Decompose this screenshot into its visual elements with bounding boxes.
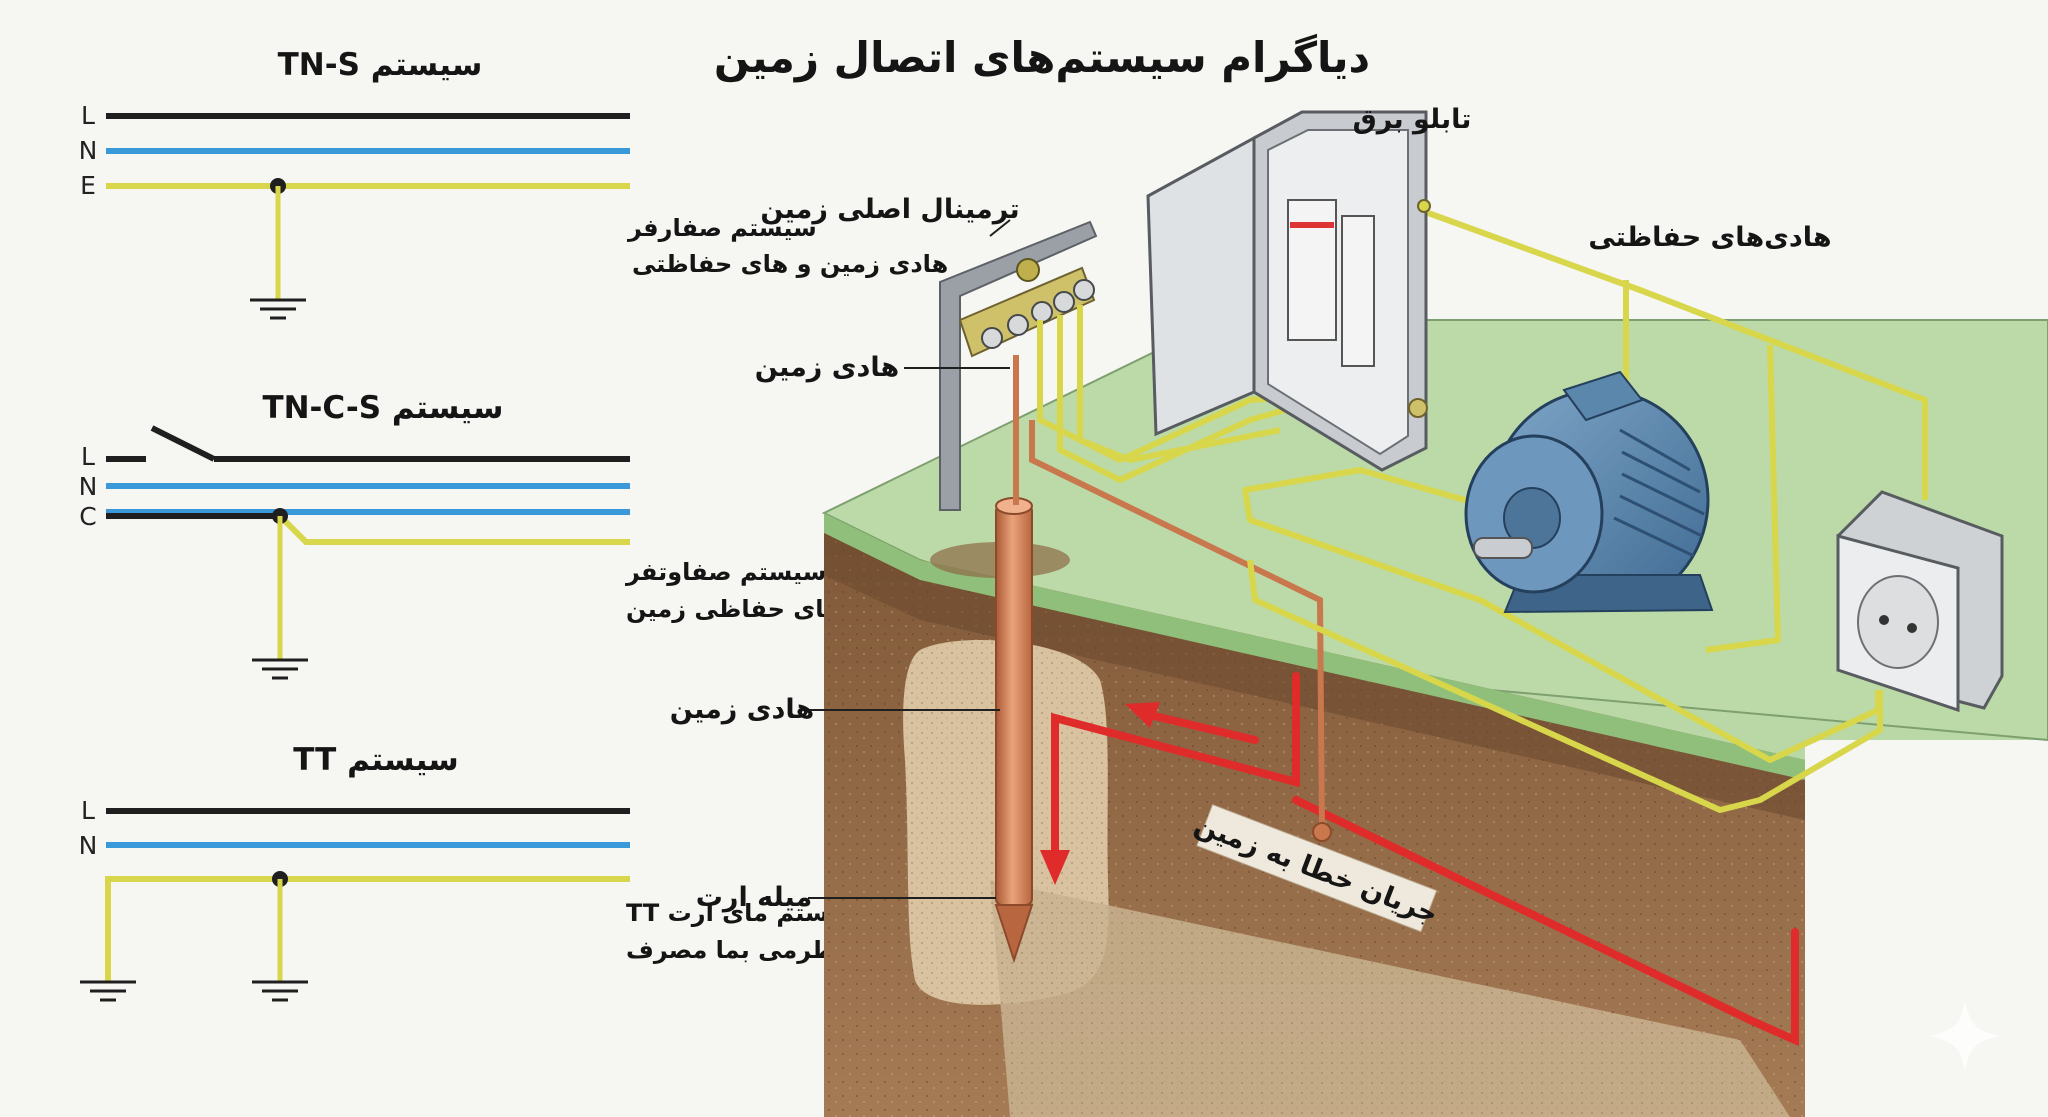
page-title: دیاگرام سیستم‌های اتصال زمین xyxy=(714,33,1370,83)
sparkle-icon xyxy=(1930,1000,2000,1072)
line-label: N xyxy=(79,472,98,501)
motor-shaft xyxy=(1473,537,1533,559)
line-label: E xyxy=(80,171,96,200)
system-desc: هادی زمین و های حفاظتی xyxy=(632,250,948,278)
main-terminal-label: ترمینال اصلی زمین xyxy=(760,194,1019,225)
line-label: C xyxy=(79,502,96,531)
ground-symbol-icon xyxy=(252,980,308,1002)
system-desc: سیستم صفارفر xyxy=(627,214,817,242)
earth-rod-label: میله ارت xyxy=(696,882,812,913)
socket-hole xyxy=(1879,615,1889,625)
topsoil-band xyxy=(824,533,1805,820)
electrical-panel xyxy=(1146,110,1431,472)
system-tt: سیستم TT L N سیستم مای ارت TT طرمی بما م… xyxy=(79,742,863,1002)
line-label: L xyxy=(81,442,95,471)
system-tn-s: سیستم TN-S L N E سیستم صفارفر هادی زمین … xyxy=(79,47,948,320)
system-desc: طرمی بما مصرف xyxy=(626,936,835,964)
panel-label: تابلو برق xyxy=(1353,104,1472,135)
ground-symbol-icon xyxy=(250,298,306,320)
system-title: سیستم TN-C-S xyxy=(262,390,503,426)
switch-icon xyxy=(106,425,630,462)
panel-door xyxy=(1146,135,1256,437)
main-earth-terminal xyxy=(939,220,1098,511)
socket-hole xyxy=(1907,623,1917,633)
system-tn-c-s: سیستم TN-C-S L N C سیستم صفاوتفر هادی‌ها… xyxy=(79,390,901,680)
rod-tip xyxy=(994,904,1034,964)
system-desc: سیستم صفاوتفر xyxy=(625,558,826,586)
earth-conductor-label: هادی زمین xyxy=(670,694,814,725)
ground-symbol-icon xyxy=(80,980,136,1002)
motor-box xyxy=(1562,370,1644,422)
earth-conductor-label-top: هادی زمین xyxy=(755,352,899,383)
terminal-bracket xyxy=(939,220,1098,511)
panel-latch xyxy=(1417,199,1431,213)
system-title: سیستم TN-S xyxy=(278,47,483,83)
line-pe xyxy=(277,513,630,545)
earth-rod xyxy=(994,497,1034,964)
socket-icon xyxy=(1836,490,2004,713)
wire-junction xyxy=(1312,822,1332,842)
system-title: سیستم TT xyxy=(293,742,458,778)
terminal-bolts xyxy=(981,279,1095,349)
motor-icon xyxy=(1464,370,1714,614)
protective-conductors-label: هادی‌های حفاظتی xyxy=(1588,222,1831,253)
line-label: N xyxy=(79,136,98,165)
copper-wire-to-fault xyxy=(1029,420,1325,831)
terminal-stud xyxy=(1016,258,1040,282)
rod-body xyxy=(995,504,1033,906)
arrow-left-icon xyxy=(1125,702,1160,728)
panel-ground-lug xyxy=(1408,398,1428,418)
fault-current-path xyxy=(1040,672,1799,1047)
arrow-down-icon xyxy=(1040,850,1070,885)
line-pe xyxy=(105,876,630,982)
ground-symbol-icon xyxy=(252,658,308,680)
line-label: L xyxy=(81,101,95,130)
grass-edge xyxy=(824,513,1805,780)
motor-fins xyxy=(1613,428,1705,558)
terminal-strip xyxy=(1341,215,1375,367)
fault-label-bg xyxy=(1196,803,1438,933)
callout-leaders xyxy=(808,219,1011,899)
line-label: L xyxy=(81,796,95,825)
system-desc: سیستم مای ارت TT xyxy=(626,899,863,927)
line-label: N xyxy=(79,831,98,860)
socket-face xyxy=(1857,575,1939,669)
breaker-module xyxy=(1287,199,1337,341)
breaker-red-strip xyxy=(1290,222,1334,228)
trench-texture xyxy=(990,880,1790,1117)
